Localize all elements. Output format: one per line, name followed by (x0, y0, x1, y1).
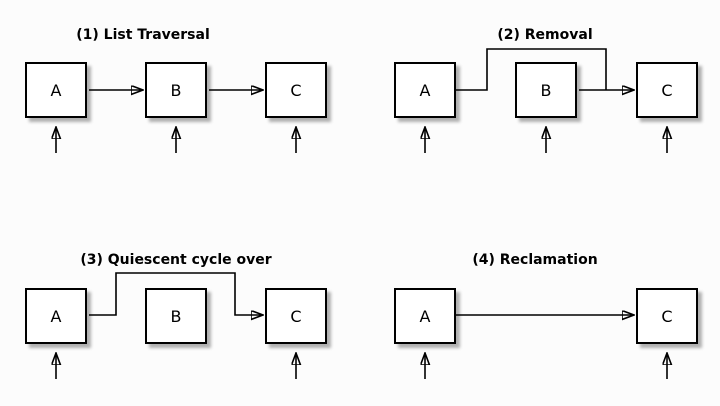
p3-node-box-c: C (265, 288, 327, 344)
p3-node-box-a: A (25, 288, 87, 344)
p1-node-box-c: C (265, 62, 327, 118)
panel3-title: (3) Quiescent cycle over (80, 252, 272, 268)
node-label: B (170, 306, 182, 326)
node-label: B (540, 80, 552, 100)
panel4-title: (4) Reclamation (472, 252, 598, 268)
p2-edge-a-to-c-routed-line (456, 48, 607, 91)
node-label: B (170, 80, 182, 100)
p3-node-box-b: B (145, 288, 207, 344)
node-label: C (661, 306, 673, 326)
node-label: C (661, 80, 673, 100)
node-label: C (290, 306, 302, 326)
panel1-title: (1) List Traversal (76, 27, 210, 43)
p2-node-box-b: B (515, 62, 577, 118)
p2-node-box-a: A (394, 62, 456, 118)
p4-node-box-a: A (394, 288, 456, 344)
p2-node-box-c: C (636, 62, 698, 118)
node-label: C (290, 80, 302, 100)
p3-edge-a-to-c-routed-arrow (89, 272, 262, 315)
node-label: A (419, 306, 431, 326)
panel2-title: (2) Removal (497, 27, 593, 43)
node-label: A (50, 80, 62, 100)
p4-node-box-c: C (636, 288, 698, 344)
node-label: A (419, 80, 431, 100)
p1-node-box-a: A (25, 62, 87, 118)
p1-node-box-b: B (145, 62, 207, 118)
node-label: A (50, 306, 62, 326)
